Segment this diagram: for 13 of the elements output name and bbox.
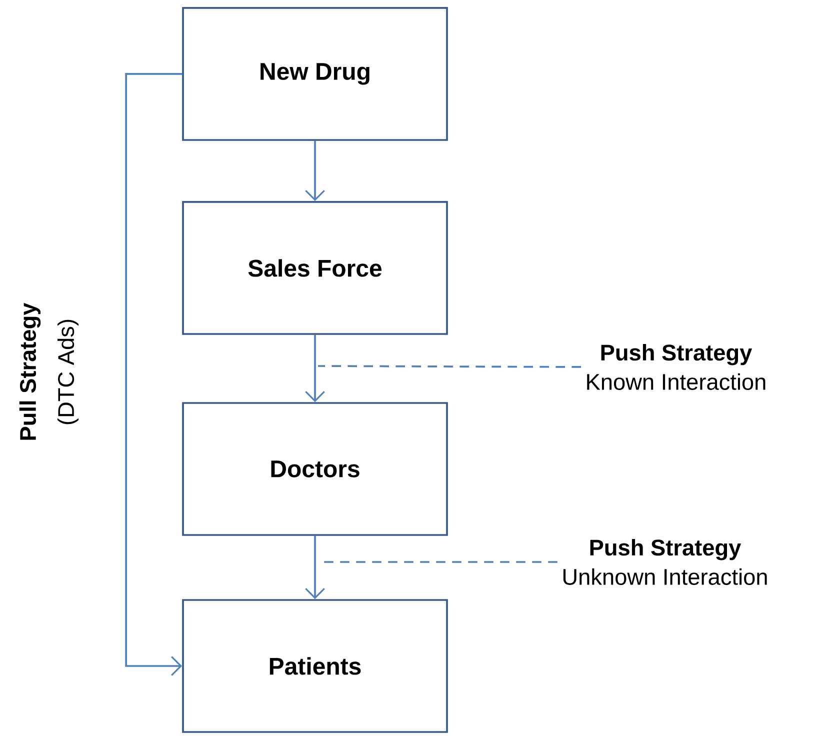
arrow [305, 334, 325, 402]
process-box: New Drug [182, 7, 448, 141]
side-label: (DTC Ads) [57, 320, 79, 424]
process-box: Doctors [182, 402, 448, 536]
arrow [125, 73, 182, 676]
side-label: Pull Strategy [19, 302, 41, 440]
annotation-text: Push Strategy Known Interaction [587, 344, 766, 390]
arrow [305, 536, 325, 600]
process-box: Patients [182, 599, 448, 733]
arrow [305, 140, 325, 202]
process-box: Sales Force [182, 201, 448, 335]
leader-line [318, 365, 582, 368]
annotation-text: Push Strategy Unknown Interaction [563, 539, 767, 585]
